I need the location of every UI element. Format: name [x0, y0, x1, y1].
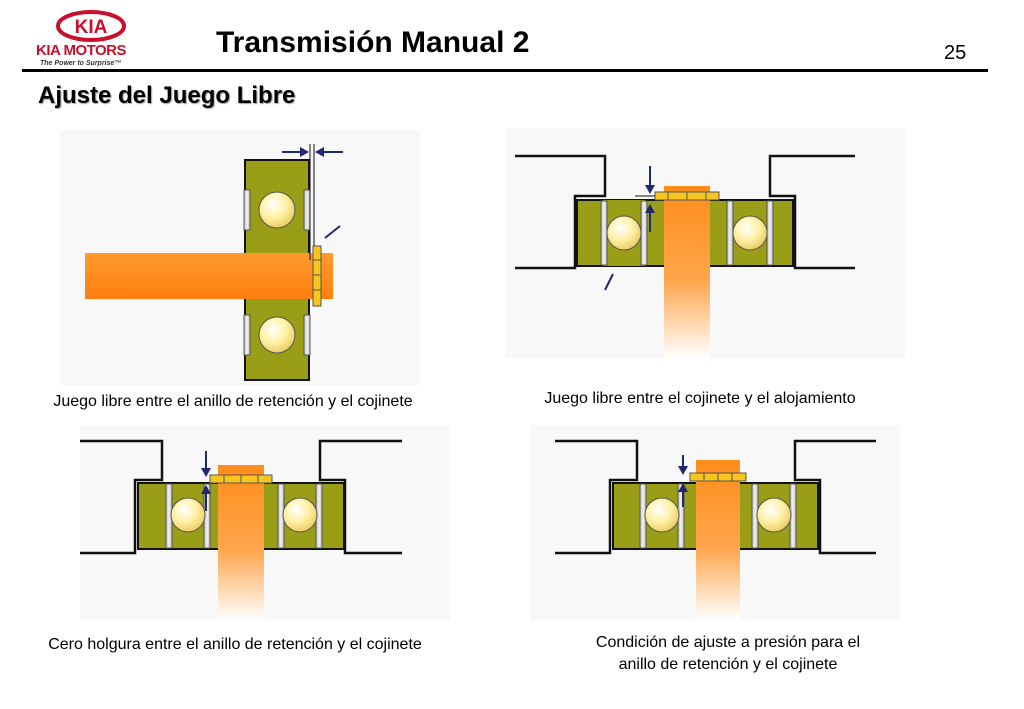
- diagram-zero-clearance: [80, 425, 450, 620]
- caption-diagram-4: Condición de ajuste a presión para el an…: [595, 634, 861, 673]
- shaft: [664, 186, 710, 358]
- housing-right: [768, 154, 855, 270]
- clearance-arrows: [645, 166, 655, 232]
- logo-mark-text: KIA: [75, 17, 108, 38]
- header-divider: [22, 69, 988, 72]
- bearing-ball-left: [600, 200, 648, 266]
- diagram-snap-ring-bearing-clearance: [60, 130, 420, 385]
- logo-tagline: The Power to Surprise™: [40, 60, 122, 67]
- bearing-ball-left: [639, 483, 685, 549]
- housing-left: [515, 154, 607, 270]
- shaft: [696, 460, 740, 620]
- kia-motors-logo: KIA KIA MOTORS The Power to Surprise™: [22, 8, 140, 70]
- snap-ring: [312, 245, 322, 307]
- logo-brand-text: KIA MOTORS: [36, 42, 127, 59]
- clearance-arrows: [678, 455, 688, 507]
- shaft: [218, 465, 264, 620]
- section-subtitle: Ajuste del Juego Libre: [38, 82, 296, 109]
- bearing-ball-left: [165, 483, 211, 549]
- caption-diagram-2: Juego libre entre el cojinete y el aloja…: [544, 390, 856, 407]
- bearing-ball-right: [726, 200, 774, 266]
- clearance-arrows: [282, 147, 343, 157]
- kia-oval-logo-icon: KIA: [56, 10, 126, 42]
- housing-right: [793, 439, 876, 555]
- bearing-ball-right: [277, 483, 323, 549]
- housing-left: [555, 439, 639, 555]
- shaft: [85, 253, 333, 299]
- bearing-ball-bottom: [243, 314, 311, 356]
- caption-diagram-1: Juego libre entre el anillo de retención…: [53, 393, 413, 410]
- caption-diagram-3: Cero holgura entre el anillo de retenció…: [48, 636, 422, 653]
- housing-left: [80, 439, 164, 555]
- diagram-bearing-housing-clearance: [505, 128, 905, 358]
- page-title: Transmisión Manual 2: [216, 26, 530, 59]
- page-number: 25: [944, 42, 967, 64]
- housing-right: [318, 439, 402, 555]
- bearing-ball-right: [751, 483, 797, 549]
- clearance-arrows: [201, 451, 211, 511]
- diagram-press-fit-condition: [530, 425, 900, 620]
